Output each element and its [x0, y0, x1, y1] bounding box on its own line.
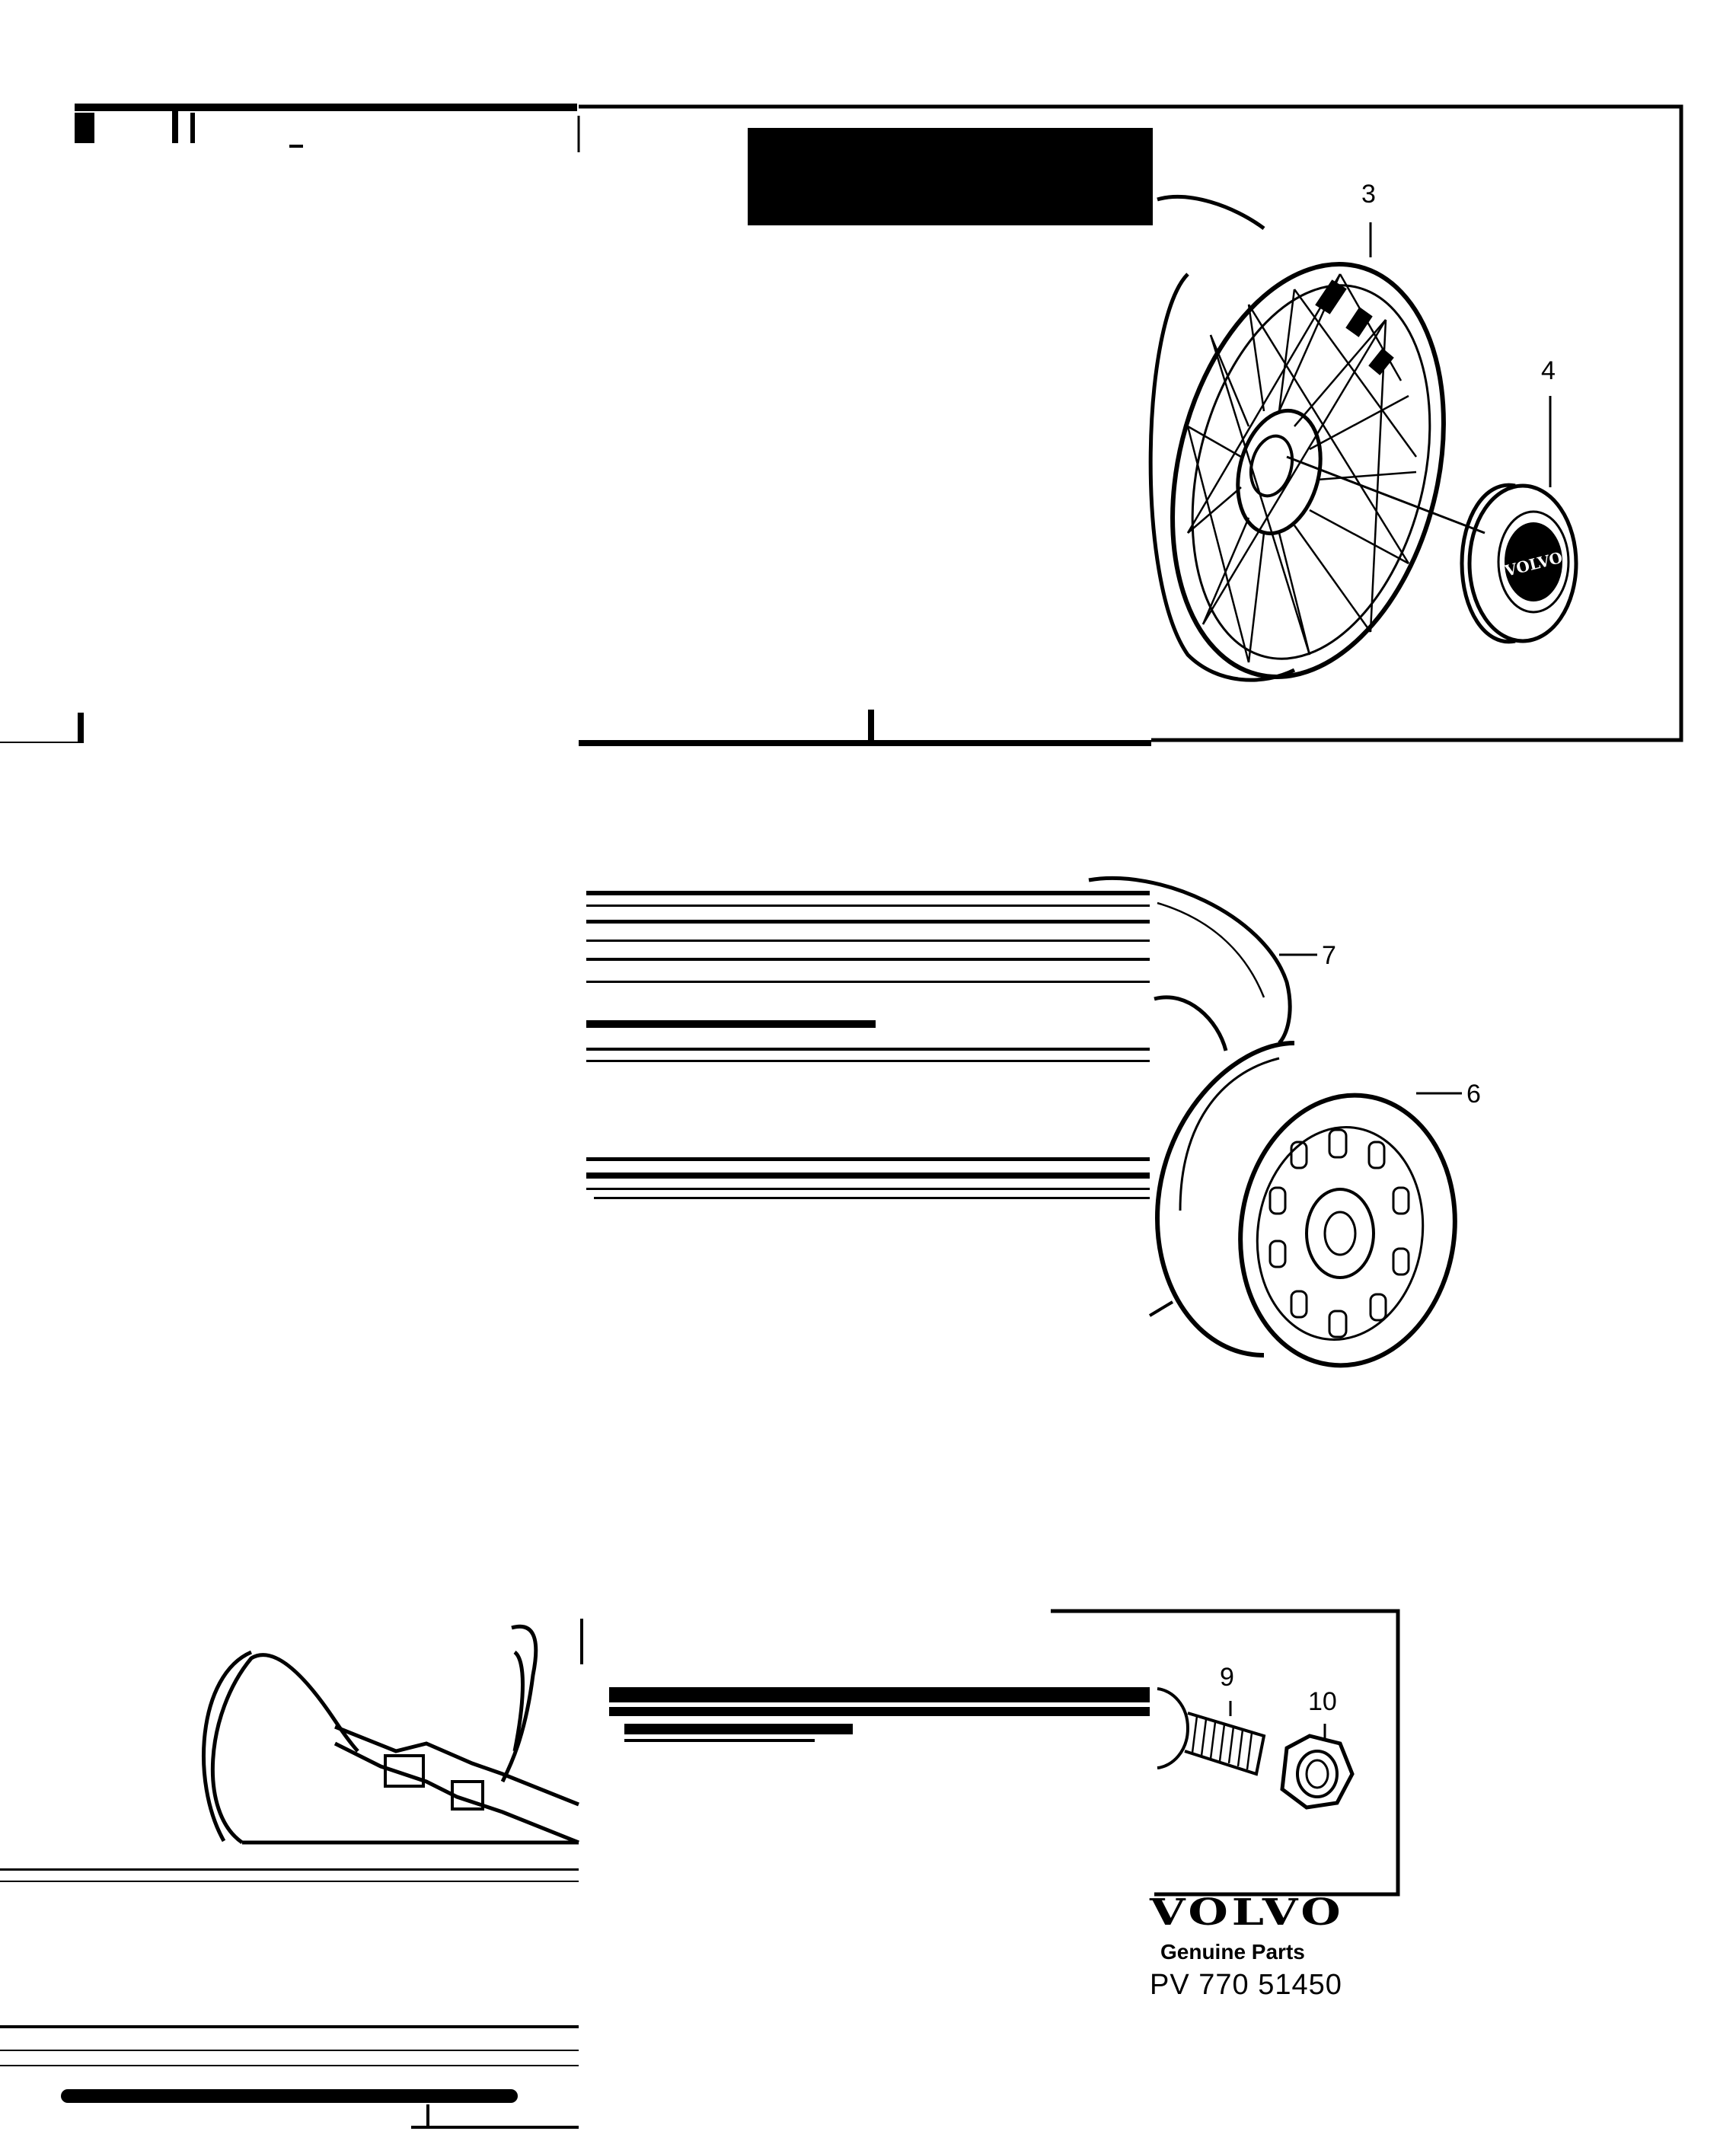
scan-artifact-left-line — [0, 742, 84, 743]
redaction-block-top — [748, 128, 1153, 225]
scan-stripe — [609, 1707, 1150, 1716]
jack-drawing — [202, 1624, 579, 1845]
scan-stripe — [586, 1020, 876, 1028]
scan-stripe — [0, 2065, 579, 2066]
scan-stripe — [586, 1157, 1150, 1161]
scan-stripe — [586, 1172, 1150, 1179]
scan-stripe — [624, 1724, 853, 1734]
scan-stripe — [411, 2126, 579, 2129]
scan-stripe — [0, 2025, 579, 2028]
steel-wheel-drawing — [1148, 1041, 1457, 1368]
scan-artifact-top-left-mark — [75, 113, 94, 143]
callout-9: 9 — [1220, 1663, 1234, 1692]
part-number: PV 770 51450 — [1150, 1969, 1342, 2001]
scan-stripe — [586, 958, 1150, 961]
scan-stripe — [426, 2104, 429, 2127]
volvo-logo-text: VOLVO — [1150, 1891, 1345, 1934]
callout-4: 4 — [1541, 356, 1556, 385]
scan-artifact-top-left-tick-2 — [190, 113, 195, 143]
scan-artifact-top-left-tick — [172, 111, 178, 143]
scan-stripe — [586, 940, 1150, 942]
scan-stripe — [586, 1048, 1150, 1051]
scan-artifact-vertical — [580, 1619, 583, 1664]
scan-stripe — [586, 1188, 1150, 1190]
scan-stripe — [586, 981, 1150, 983]
nut-drawing — [1280, 1734, 1355, 1810]
wire-wheel-drawing — [1148, 195, 1446, 682]
scan-stripe — [586, 904, 1150, 907]
bolt-frame — [1051, 1609, 1400, 1897]
callout-6: 6 — [1466, 1080, 1481, 1109]
scan-stripe — [624, 1739, 815, 1742]
callout-3: 3 — [1361, 180, 1376, 209]
scan-stripe — [586, 891, 1150, 895]
scan-stripe — [586, 920, 1150, 924]
scan-stripe — [61, 2089, 518, 2103]
callout-7: 7 — [1322, 941, 1336, 970]
top-frame — [1151, 104, 1683, 742]
scan-stripe — [0, 1881, 579, 1882]
scan-artifact-top-left-dash — [289, 145, 303, 148]
callout-10: 10 — [1308, 1687, 1337, 1716]
scan-stripe — [0, 1868, 579, 1871]
scan-artifact-mid-left-tick — [78, 713, 84, 743]
scan-stripe — [609, 1687, 1150, 1702]
volvo-genuine-parts-footer: VOLVO Genuine Parts PV 770 51450 — [1150, 1894, 1393, 2002]
wheel-bolt-drawing — [1157, 1687, 1266, 1776]
tire-drawing — [1088, 876, 1292, 1051]
scan-stripe — [594, 1197, 1150, 1199]
genuine-parts-label: Genuine Parts — [1160, 1940, 1305, 1964]
scan-artifact-mid-tick — [868, 710, 874, 740]
scan-stripe — [0, 2050, 579, 2051]
hub-cap-drawing — [1460, 483, 1578, 644]
scan-artifact-top-bar — [75, 104, 577, 111]
scan-stripe — [586, 1060, 1150, 1062]
scan-artifact-bottom-bar — [579, 740, 1151, 746]
